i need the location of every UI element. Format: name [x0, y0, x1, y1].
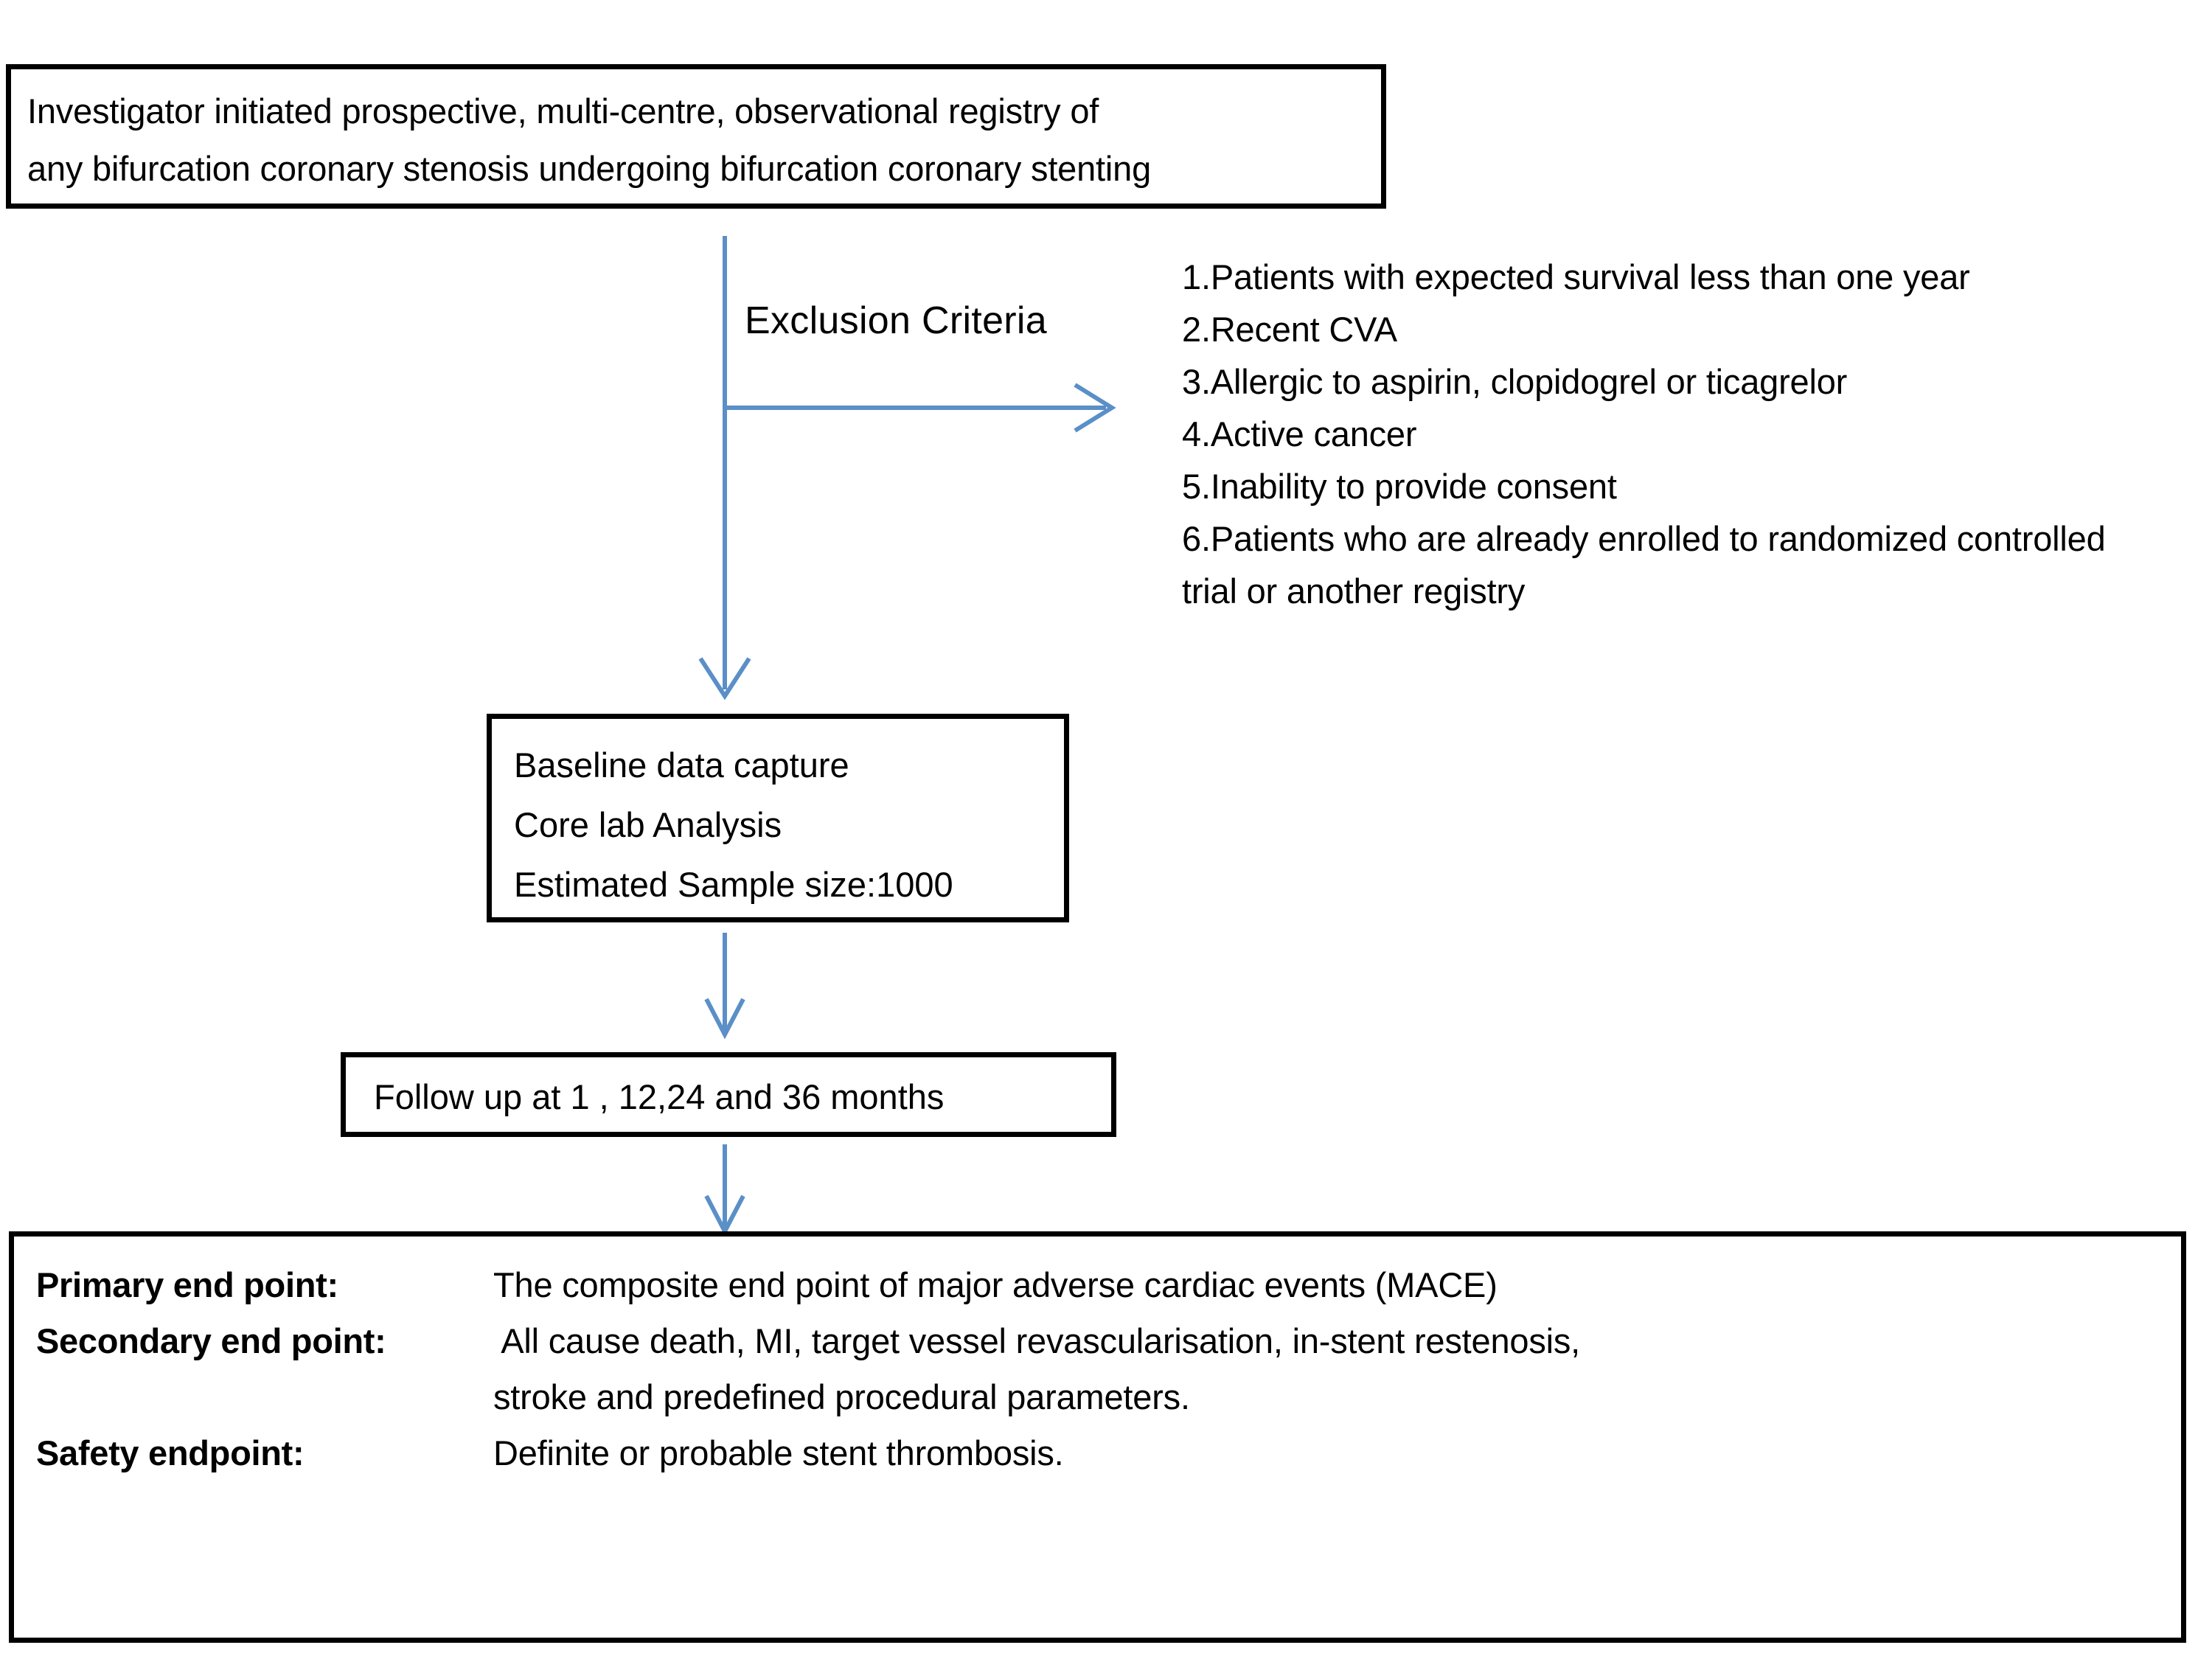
exclusion-criterion-6-text: Patients who are already enrolled to ran…	[1210, 519, 2106, 558]
study-title-line-2: any bifurcation coronary stenosis underg…	[27, 149, 1152, 188]
endpoints-box: Primary end point: The composite end poi…	[9, 1231, 2186, 1643]
exclusion-criterion-5: 5.Inability to provide consent	[1182, 460, 2199, 512]
followup-line-1: Follow up at 1 , 12,24 and 36 months	[374, 1077, 945, 1116]
baseline-line-3: Estimated Sample size:1000	[514, 865, 953, 904]
exclusion-criterion-3-text: Allergic to aspirin, clopidogrel or tica…	[1210, 362, 1848, 401]
baseline-data-box: Baseline data capture Core lab Analysis …	[487, 714, 1069, 922]
safety-endpoint-value: Definite or probable stent thrombosis.	[493, 1433, 1064, 1472]
exclusion-criterion-2: 2.Recent CVA	[1182, 303, 2199, 355]
exclusion-criterion-3-number: 3.	[1182, 362, 1211, 401]
study-title-line-1: Investigator initiated prospective, mult…	[27, 91, 1099, 131]
primary-endpoint-row: Primary end point: The composite end poi…	[36, 1257, 2181, 1313]
baseline-line-1: Baseline data capture	[514, 745, 849, 785]
exclusion-criterion-6-text-cont: trial or another registry	[1182, 571, 1526, 611]
exclusion-criterion-4-number: 4.	[1182, 414, 1211, 453]
secondary-endpoint-label: Secondary end point:	[36, 1321, 386, 1360]
arrow-followup-to-endpoints	[704, 1144, 745, 1237]
exclusion-criterion-2-text: Recent CVA	[1210, 310, 1397, 349]
exclusion-criterion-5-number: 5.	[1182, 467, 1211, 506]
followup-box: Follow up at 1 , 12,24 and 36 months	[341, 1052, 1116, 1137]
baseline-line-2: Core lab Analysis	[514, 805, 782, 844]
exclusion-criterion-4-text: Active cancer	[1210, 414, 1417, 453]
exclusion-criterion-1-number: 1.	[1182, 257, 1211, 296]
exclusion-criteria-label: Exclusion Criteria	[745, 299, 1047, 342]
exclusion-criteria-list: 1.Patients with expected survival less t…	[1182, 251, 2199, 617]
arrow-baseline-to-followup	[704, 933, 745, 1040]
exclusion-criterion-4: 4.Active cancer	[1182, 408, 2199, 460]
exclusion-criterion-1-text: Patients with expected survival less tha…	[1210, 257, 1970, 296]
study-title-box: Investigator initiated prospective, mult…	[6, 64, 1386, 209]
exclusion-criterion-2-number: 2.	[1182, 310, 1211, 349]
primary-endpoint-value: The composite end point of major adverse…	[493, 1265, 1498, 1304]
primary-endpoint-label: Primary end point:	[36, 1265, 338, 1304]
exclusion-criterion-5-text: Inability to provide consent	[1210, 467, 1617, 506]
exclusion-criterion-6-number: 6.	[1182, 519, 1211, 558]
arrow-title-to-baseline	[698, 236, 751, 700]
exclusion-criterion-1: 1.Patients with expected survival less t…	[1182, 251, 2199, 303]
secondary-endpoint-row-continued: stroke and predefined procedural paramet…	[36, 1369, 2181, 1425]
safety-endpoint-row: Safety endpoint: Definite or probable st…	[36, 1425, 2181, 1481]
secondary-endpoint-value-continued: stroke and predefined procedural paramet…	[493, 1377, 1190, 1416]
secondary-endpoint-value: All cause death, MI, target vessel revas…	[493, 1321, 1581, 1360]
arrow-exclusion-branch	[726, 383, 1116, 433]
safety-endpoint-label: Safety endpoint:	[36, 1433, 305, 1472]
exclusion-criterion-6: 6.Patients who are already enrolled to r…	[1182, 512, 2199, 617]
exclusion-criterion-3: 3.Allergic to aspirin, clopidogrel or ti…	[1182, 355, 2199, 408]
secondary-endpoint-row: Secondary end point: All cause death, MI…	[36, 1313, 2181, 1369]
